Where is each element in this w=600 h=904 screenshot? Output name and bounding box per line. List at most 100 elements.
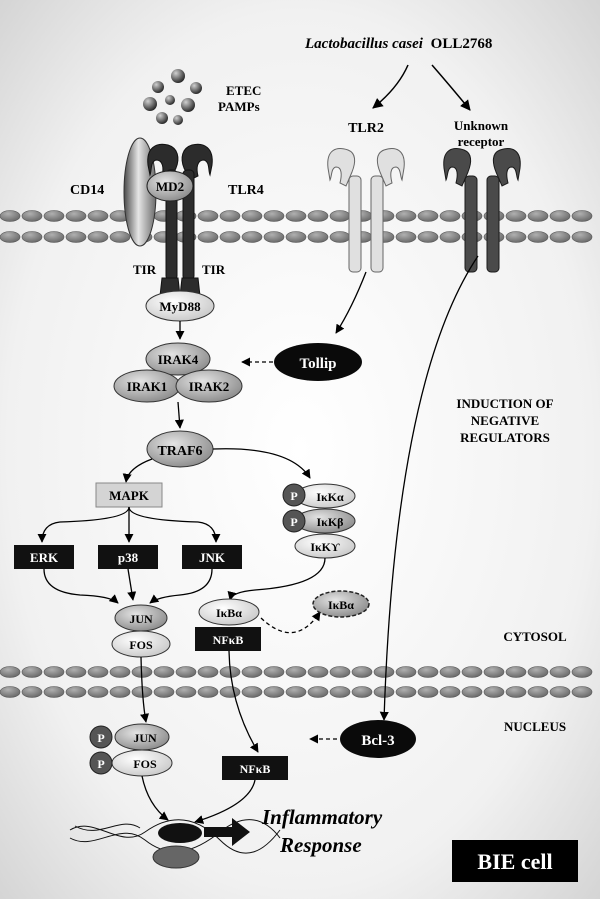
membrane-bead bbox=[285, 231, 307, 243]
jun-label: JUN bbox=[129, 612, 153, 626]
arrow-to-unknown-receptor bbox=[431, 64, 471, 111]
membrane-bead bbox=[395, 210, 417, 222]
cell-type-badge bbox=[452, 840, 578, 882]
jun-nuclear-label: JUN bbox=[133, 731, 157, 745]
membrane-bead bbox=[549, 210, 571, 222]
etec-label-1: ETEC bbox=[226, 83, 261, 98]
membrane-bead bbox=[87, 666, 109, 678]
tir-right-label: TIR bbox=[202, 262, 226, 277]
membrane-bead bbox=[571, 210, 593, 222]
membrane-bead bbox=[197, 231, 219, 243]
bacteria-label: Lactobacillus casei OLL2768 bbox=[304, 36, 492, 52]
etec-pamp-particles bbox=[143, 69, 202, 125]
bcl3-label: Bcl-3 bbox=[361, 733, 394, 749]
membrane-bead bbox=[417, 686, 439, 698]
membrane-bead bbox=[417, 666, 439, 678]
tlr4-label: TLR4 bbox=[228, 183, 264, 198]
membrane-bead bbox=[87, 686, 109, 698]
nfkb-cytosol-node bbox=[195, 627, 261, 651]
membrane-bead bbox=[329, 210, 351, 222]
membrane-bead bbox=[307, 686, 329, 698]
membrane-bead bbox=[439, 686, 461, 698]
membrane-bead bbox=[197, 686, 219, 698]
irak2-node bbox=[175, 369, 243, 403]
membrane-bead bbox=[307, 666, 329, 678]
membrane-bead bbox=[307, 231, 329, 243]
arrow-nfkb-to-dna bbox=[194, 779, 256, 824]
md2-label: MD2 bbox=[156, 179, 184, 194]
nuclear-membrane bbox=[0, 666, 593, 698]
membrane-bead bbox=[373, 666, 395, 678]
membrane-bead bbox=[241, 231, 263, 243]
membrane-bead bbox=[43, 666, 65, 678]
membrane-bead bbox=[527, 666, 549, 678]
membrane-bead bbox=[307, 210, 329, 222]
md2-node bbox=[146, 170, 194, 202]
tollip-node bbox=[274, 343, 362, 381]
jun-p-label: P bbox=[97, 731, 104, 745]
membrane-bead bbox=[285, 210, 307, 222]
membrane-bead bbox=[329, 686, 351, 698]
ikkb-label: IκKβ bbox=[317, 515, 344, 529]
bacteria-species: Lactobacillus casei bbox=[304, 36, 424, 52]
membrane-bead bbox=[483, 666, 505, 678]
ikka-phospho bbox=[282, 483, 306, 507]
mapk-node bbox=[95, 482, 163, 508]
unknown-receptor bbox=[443, 148, 521, 273]
unknown-receptor-label-2: receptor bbox=[458, 134, 505, 149]
unknown-receptor-label-1: Unknown bbox=[454, 118, 509, 133]
membrane-bead bbox=[439, 666, 461, 678]
tollip-label: Tollip bbox=[300, 356, 337, 372]
cd14-label: CD14 bbox=[70, 183, 104, 198]
membrane-bead bbox=[65, 231, 87, 243]
nfkb-nuclear-label: NFκB bbox=[240, 762, 271, 776]
membrane-bead bbox=[153, 686, 175, 698]
membrane-bead bbox=[241, 210, 263, 222]
erk-label: ERK bbox=[30, 550, 59, 565]
ikba-degradation-arrow bbox=[260, 611, 321, 634]
membrane-bead bbox=[175, 686, 197, 698]
ikkb-phospho bbox=[282, 509, 306, 533]
transcription-complex-top bbox=[158, 823, 202, 843]
membrane-bead bbox=[21, 686, 43, 698]
ikkg-label: IκKϒ bbox=[310, 540, 340, 554]
plasma-membrane bbox=[0, 210, 593, 243]
membrane-bead bbox=[0, 231, 21, 243]
membrane-bead bbox=[219, 686, 241, 698]
irak4-label: IRAK4 bbox=[158, 352, 199, 367]
membrane-bead bbox=[197, 666, 219, 678]
arrow-p38-to-junfos bbox=[127, 568, 137, 601]
membrane-bead bbox=[87, 231, 109, 243]
membrane-bead bbox=[153, 666, 175, 678]
membrane-bead bbox=[483, 686, 505, 698]
arrow-irak-to-traf6 bbox=[174, 401, 184, 429]
arrow-erk-to-junfos bbox=[43, 568, 119, 604]
membrane-bead bbox=[461, 666, 483, 678]
membrane-bead bbox=[219, 210, 241, 222]
negative-regulators-label-1: INDUCTION OF bbox=[456, 396, 553, 411]
tlr2-receptor bbox=[327, 148, 405, 273]
arrow-unknown-to-bcl3 bbox=[379, 255, 479, 721]
traf6-label: TRAF6 bbox=[157, 444, 202, 459]
fos-label: FOS bbox=[129, 638, 153, 652]
membrane-bead bbox=[87, 210, 109, 222]
nucleus-label: NUCLEUS bbox=[504, 719, 566, 734]
arrow-jnk-to-junfos bbox=[149, 568, 213, 604]
bacteria-strain: OLL2768 bbox=[431, 36, 493, 52]
membrane-bead bbox=[241, 686, 263, 698]
ikba-label: IκBα bbox=[216, 606, 242, 620]
membrane-bead bbox=[505, 666, 527, 678]
irak2-label: IRAK2 bbox=[189, 379, 229, 394]
membrane-bead bbox=[395, 231, 417, 243]
p38-node bbox=[98, 545, 158, 569]
irak4-node bbox=[145, 342, 211, 376]
transcription-complex-bottom bbox=[152, 845, 200, 869]
fos-p-label: P bbox=[97, 757, 104, 771]
membrane-bead bbox=[109, 666, 131, 678]
membrane-bead bbox=[0, 666, 21, 678]
irak1-label: IRAK1 bbox=[127, 379, 167, 394]
membrane-bead bbox=[505, 210, 527, 222]
arrow-junfos-to-nucleus bbox=[140, 656, 150, 723]
ikba-released-label: IκBα bbox=[328, 598, 354, 612]
membrane-bead bbox=[329, 666, 351, 678]
